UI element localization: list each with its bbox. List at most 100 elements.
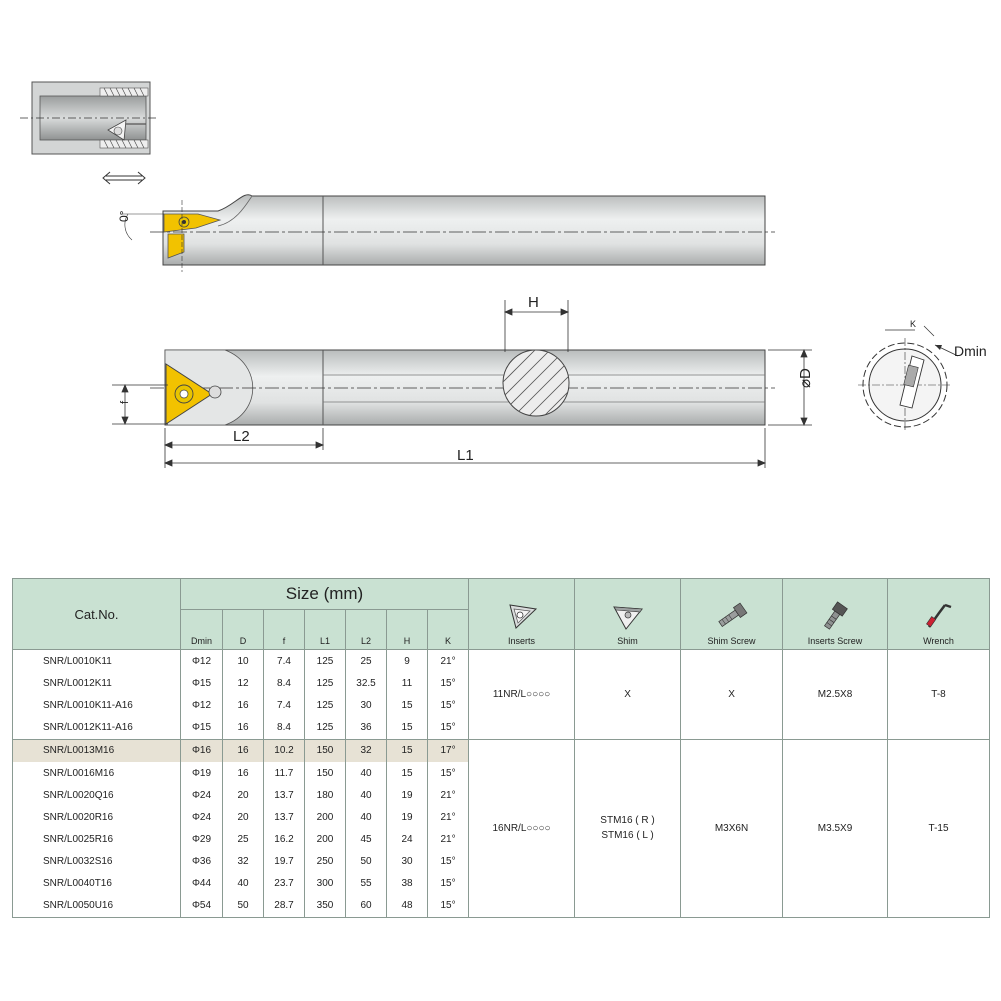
inserts-screw-cell: M2.5X8 (782, 649, 889, 740)
size-k-cell: 21° (426, 784, 470, 807)
cat-no-cell: SNR/L0010K11-A16 (12, 694, 181, 717)
size-k-cell: 15° (426, 872, 470, 895)
size-d-cell: 16 (222, 738, 264, 763)
size-dmin-cell: Φ19 (180, 762, 223, 785)
size-l2-cell: 55 (345, 872, 387, 895)
size-l2-cell: 40 (345, 806, 387, 829)
size-l1-cell: 125 (304, 672, 346, 695)
size-d-cell: 20 (222, 784, 264, 807)
inserts-header: Inserts (468, 577, 576, 651)
size-k-cell: 15° (426, 762, 470, 785)
shim-header: Shim (574, 577, 682, 651)
inserts-screw-cell: M3.5X9 (782, 738, 889, 919)
shim-screw-header: Shim Screw (680, 577, 784, 651)
shim-screw-icon (717, 602, 747, 628)
technical-drawing: 0° (20, 81, 987, 468)
dim-h-label: H (528, 294, 539, 311)
shim-value: X (624, 689, 631, 701)
size-k-cell: 21° (426, 828, 470, 851)
size-dmin-cell: Φ29 (180, 828, 223, 851)
size-l2-cell: 50 (345, 850, 387, 873)
wrench-icon (925, 604, 951, 628)
size-l1-cell: 125 (304, 649, 346, 673)
shim-screw-cell: M3X6N (680, 738, 784, 919)
col-l2-header: L2 (345, 609, 387, 651)
dim-f-label: f (119, 400, 131, 404)
shim-value-2: STM16 ( L ) (601, 830, 654, 842)
size-f-cell: 11.7 (263, 762, 305, 785)
wrench-cell: T-8 (887, 649, 991, 740)
size-h-cell: 48 (386, 894, 428, 918)
size-l1-cell: 200 (304, 828, 346, 851)
shim-cell: X (574, 649, 682, 740)
inserts-screw-icon (824, 601, 848, 630)
size-d-cell: 40 (222, 872, 264, 895)
col-k-header: K (426, 609, 470, 651)
col-d-header: D (222, 609, 264, 651)
size-dmin-cell: Φ44 (180, 872, 223, 895)
col-l1-header: L1 (304, 609, 346, 651)
spec-table: Cat.No. Size (mm) Inserts Shim (12, 577, 991, 919)
size-h-cell: 15 (386, 762, 428, 785)
size-k-cell: 15° (426, 894, 470, 918)
cat-no-cell: SNR/L0040T16 (12, 872, 181, 895)
size-h-cell: 15 (386, 694, 428, 717)
size-k-cell: 15° (426, 716, 470, 740)
size-d-cell: 16 (222, 762, 264, 785)
size-h-cell: 15 (386, 716, 428, 740)
dimension-lines (112, 300, 812, 468)
workpiece-section (20, 81, 158, 155)
inserts-header-label: Inserts (508, 636, 536, 647)
size-d-cell: 16 (222, 716, 264, 740)
insert-icon (508, 604, 537, 630)
col-f-header: f (263, 609, 305, 651)
size-header: Size (mm) (179, 577, 470, 611)
shim-cell: STM16 ( R )STM16 ( L ) (574, 738, 682, 919)
size-f-cell: 16.2 (263, 828, 305, 851)
size-d-cell: 12 (222, 672, 264, 695)
size-f-cell: 7.4 (263, 694, 305, 717)
inserts-cell: 11NR/L○○○○ (468, 649, 576, 740)
cat-no-cell: SNR/L0013M16 (12, 738, 181, 763)
size-l1-cell: 125 (304, 716, 346, 740)
size-l1-cell: 125 (304, 694, 346, 717)
cat-no-cell: SNR/L0032S16 (12, 850, 181, 873)
size-dmin-cell: Φ15 (180, 672, 223, 695)
dim-l1-label: L1 (457, 447, 474, 464)
inserts-cell: 16NR/L○○○○ (468, 738, 576, 919)
size-dmin-cell: Φ36 (180, 850, 223, 873)
size-l2-cell: 40 (345, 784, 387, 807)
col-h-header: H (386, 609, 428, 651)
size-d-cell: 32 (222, 850, 264, 873)
shim-screw-header-label: Shim Screw (707, 636, 756, 647)
inserts-screw-header: Inserts Screw (782, 577, 889, 651)
shim-header-label: Shim (617, 636, 638, 647)
dim-l2-label: L2 (233, 428, 250, 445)
cat-no-cell: SNR/L0012K11-A16 (12, 716, 181, 740)
boring-bar-side-view (150, 349, 775, 426)
size-dmin-cell: Φ12 (180, 694, 223, 717)
size-l2-cell: 25 (345, 649, 387, 673)
size-dmin-cell: Φ12 (180, 649, 223, 673)
size-h-cell: 19 (386, 806, 428, 829)
size-l2-cell: 32.5 (345, 672, 387, 695)
size-l2-cell: 30 (345, 694, 387, 717)
catno-header: Cat.No. (12, 577, 181, 651)
size-f-cell: 19.7 (263, 850, 305, 873)
size-l2-cell: 60 (345, 894, 387, 918)
size-dmin-cell: Φ54 (180, 894, 223, 918)
size-l2-cell: 45 (345, 828, 387, 851)
size-d-cell: 25 (222, 828, 264, 851)
size-f-cell: 8.4 (263, 672, 305, 695)
size-l1-cell: 250 (304, 850, 346, 873)
size-dmin-cell: Φ16 (180, 738, 223, 763)
cat-no-cell: SNR/L0020R16 (12, 806, 181, 829)
